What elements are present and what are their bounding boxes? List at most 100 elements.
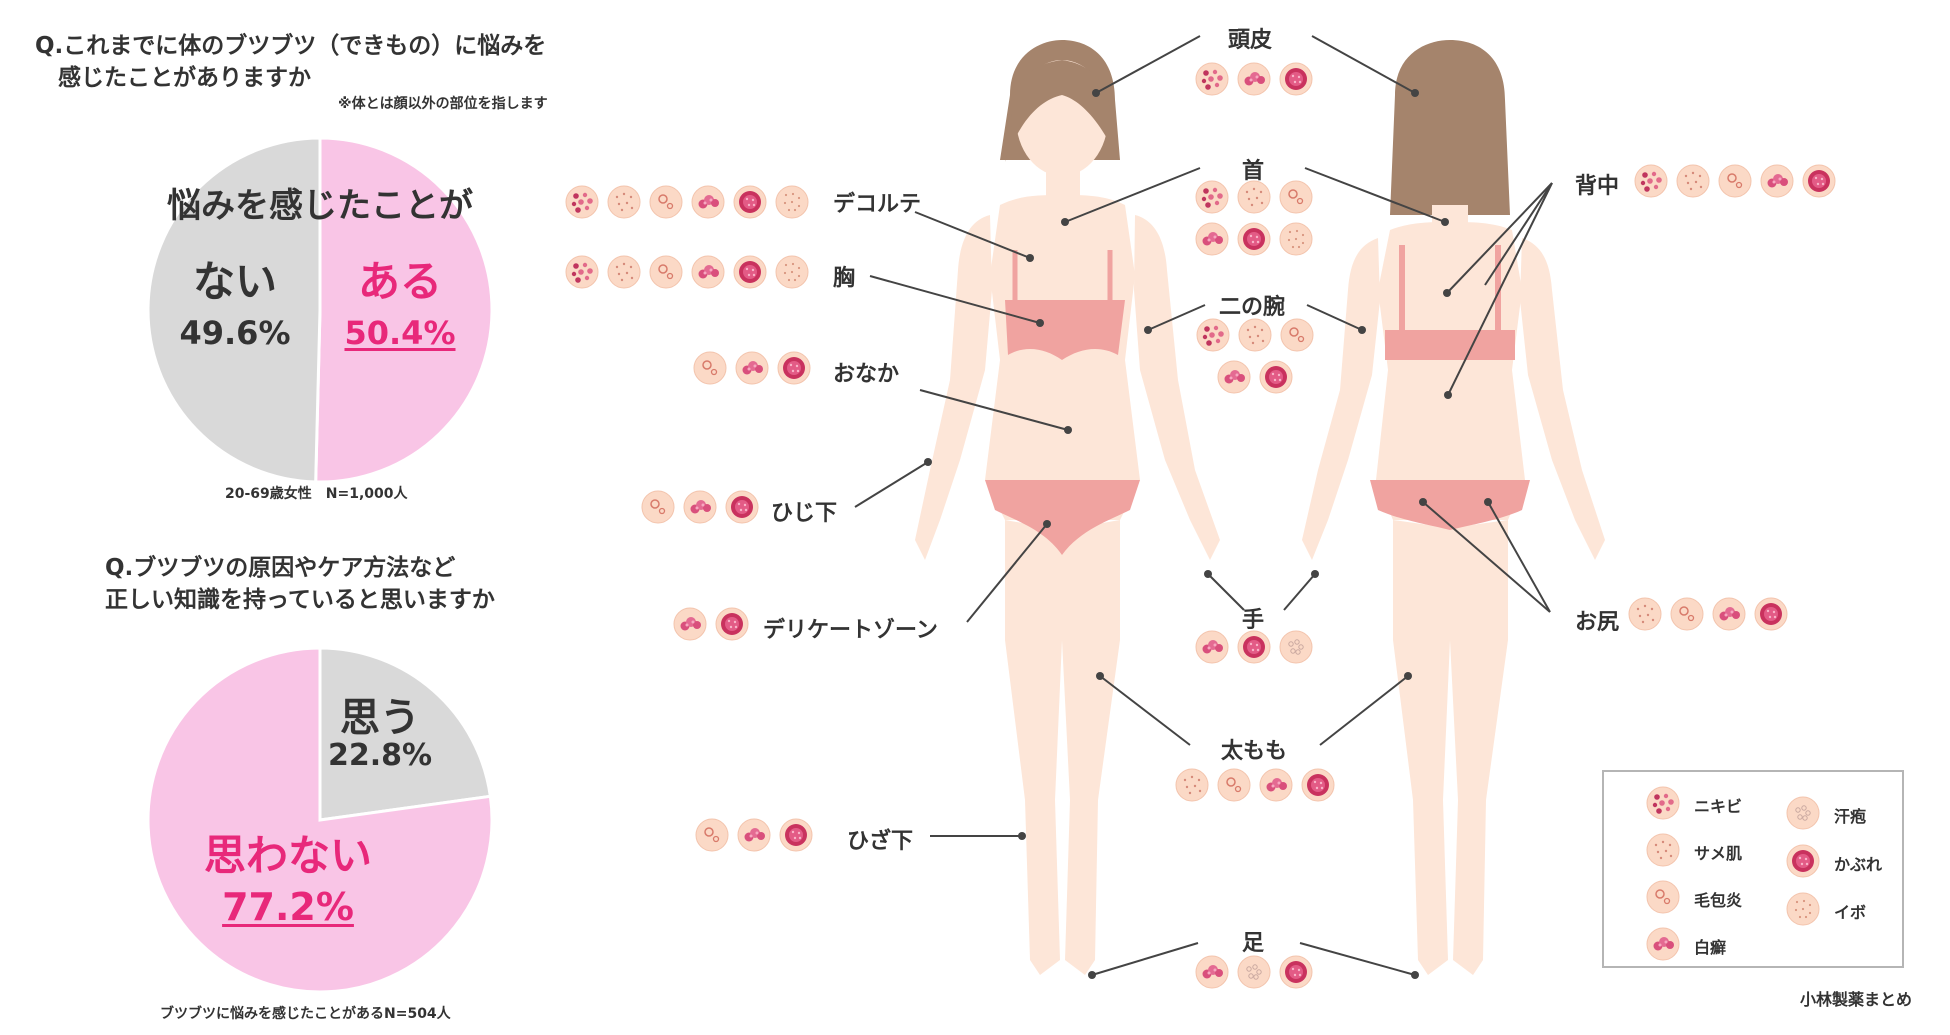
- pie1-label-aru: ある: [357, 257, 442, 306]
- pie-slice-1: [146, 136, 322, 484]
- kabure-icon: [1802, 164, 1836, 198]
- nikibi-icon: [1195, 62, 1229, 96]
- ibo-icon: [775, 255, 809, 289]
- pie1-pct-nai: 49.6%: [179, 314, 291, 352]
- ibo-icon: [775, 185, 809, 219]
- same-icon: [1237, 180, 1271, 214]
- moho-icon: [641, 490, 675, 524]
- same-icon: [1676, 164, 1710, 198]
- part-label-chest: 胸: [833, 266, 856, 291]
- moho-icon: [695, 818, 729, 852]
- nikibi-icon: [1196, 318, 1230, 352]
- legend-item: イボ: [1786, 892, 1866, 930]
- hakusen-icon: [1646, 927, 1680, 961]
- same-icon: [607, 185, 641, 219]
- icons-belly: [693, 351, 811, 385]
- icons-back: [1634, 164, 1836, 198]
- pie-slice-0: [318, 646, 493, 822]
- asemo-icon: [1237, 955, 1271, 989]
- part-label-hand: 手: [1242, 608, 1265, 633]
- same-icon: [1175, 768, 1209, 802]
- part-label-delicate: デリケートゾーン: [763, 618, 938, 643]
- ibo-icon: [1279, 222, 1313, 256]
- legend-item: かぶれ: [1786, 844, 1882, 882]
- moho-icon: [649, 185, 683, 219]
- pie2-pct-omowanai: 77.2%: [222, 885, 354, 929]
- hakusen-icon: [673, 607, 707, 641]
- legend-item: サメ肌: [1646, 833, 1742, 871]
- nikibi-icon: [565, 255, 599, 289]
- moho-icon: [1280, 318, 1314, 352]
- moho-icon: [1646, 880, 1680, 914]
- icons-thigh: [1175, 768, 1335, 802]
- pie-slice-1: [146, 646, 494, 994]
- part-label-belly: おなか: [833, 362, 900, 387]
- legend-item: ニキビ: [1646, 786, 1742, 824]
- hakusen-icon: [735, 351, 769, 385]
- hakusen-icon: [1259, 768, 1293, 802]
- pie2-label-omowanai: 思わない: [203, 831, 372, 880]
- part-label-thigh: 太もも: [1221, 739, 1288, 764]
- hakusen-icon: [1217, 360, 1251, 394]
- icons-delicate: [673, 607, 749, 641]
- asemo-icon: [1786, 796, 1820, 830]
- part-label-neck: 首: [1242, 159, 1265, 184]
- part-label-upperarm: 二の腕: [1219, 295, 1286, 320]
- icons-upperarm: [1195, 318, 1315, 394]
- kabure-icon: [725, 490, 759, 524]
- kabure-icon: [1237, 222, 1271, 256]
- hakusen-icon: [737, 818, 771, 852]
- same-icon: [607, 255, 641, 289]
- nikibi-icon: [1646, 786, 1680, 820]
- q2-title: Q.ブツブツの原因やケア方法など 正しい知識を持っていると思いますか: [105, 555, 495, 613]
- asemo-icon: [1279, 630, 1313, 664]
- part-label-butt: お尻: [1575, 610, 1620, 635]
- icons-knee: [695, 818, 813, 852]
- pie-slice-0: [314, 136, 494, 484]
- part-label-foot: 足: [1242, 931, 1265, 956]
- kabure-icon: [1786, 844, 1820, 878]
- kaburesub-icon: [1237, 62, 1271, 96]
- part-label-back: 背中: [1575, 174, 1620, 199]
- q1-title: Q.これまでに体のブツブツ（できもの）に悩みを 感じたことがありますか: [35, 33, 547, 91]
- same-icon: [1238, 318, 1272, 352]
- moho-icon: [1670, 597, 1704, 631]
- nikibi-icon: [565, 185, 599, 219]
- hakusen-icon: [1712, 597, 1746, 631]
- kabure-icon: [733, 255, 767, 289]
- kabure-icon: [733, 185, 767, 219]
- q1-note: ※体とは顔以外の部位を指します: [338, 96, 548, 112]
- kabure-icon: [779, 818, 813, 852]
- moho-icon: [649, 255, 683, 289]
- legend-item: 白癬: [1646, 927, 1726, 965]
- nikibi-icon: [1195, 180, 1229, 214]
- hakusen-icon: [1760, 164, 1794, 198]
- pie-chart-2: [146, 646, 494, 994]
- same-icon: [1646, 833, 1680, 867]
- legend: ニキビ サメ肌 毛包炎 白癬 汗疱 かぶれ イボ: [1602, 770, 1904, 968]
- hakusen-icon: [691, 185, 725, 219]
- hakusen-icon: [683, 490, 717, 524]
- part-label-head: 頭皮: [1228, 28, 1273, 53]
- hakusen-icon: [1195, 630, 1229, 664]
- icons-chest: [565, 255, 809, 289]
- hakusen-icon: [1195, 222, 1229, 256]
- icons-neck: [1195, 180, 1315, 256]
- icons-butt: [1628, 597, 1788, 631]
- kabure-icon: [1237, 630, 1271, 664]
- hakusen-icon: [691, 255, 725, 289]
- icons-decollete: [565, 185, 809, 219]
- kabure-icon: [777, 351, 811, 385]
- kabure-icon: [1279, 62, 1313, 96]
- pie1-header-label: 悩みを感じたことが: [167, 186, 473, 226]
- kabure-icon: [1279, 955, 1313, 989]
- leader-dots: [924, 89, 1492, 979]
- pie1-pct-aru: 50.4%: [344, 314, 456, 352]
- nikibi-icon: [1634, 164, 1668, 198]
- part-label-knee: ひざ下: [847, 829, 914, 854]
- kabure-icon: [1754, 597, 1788, 631]
- part-label-decollete: デコルテ: [833, 192, 922, 217]
- icons-hand: [1195, 630, 1313, 664]
- icons-elbow: [641, 490, 759, 524]
